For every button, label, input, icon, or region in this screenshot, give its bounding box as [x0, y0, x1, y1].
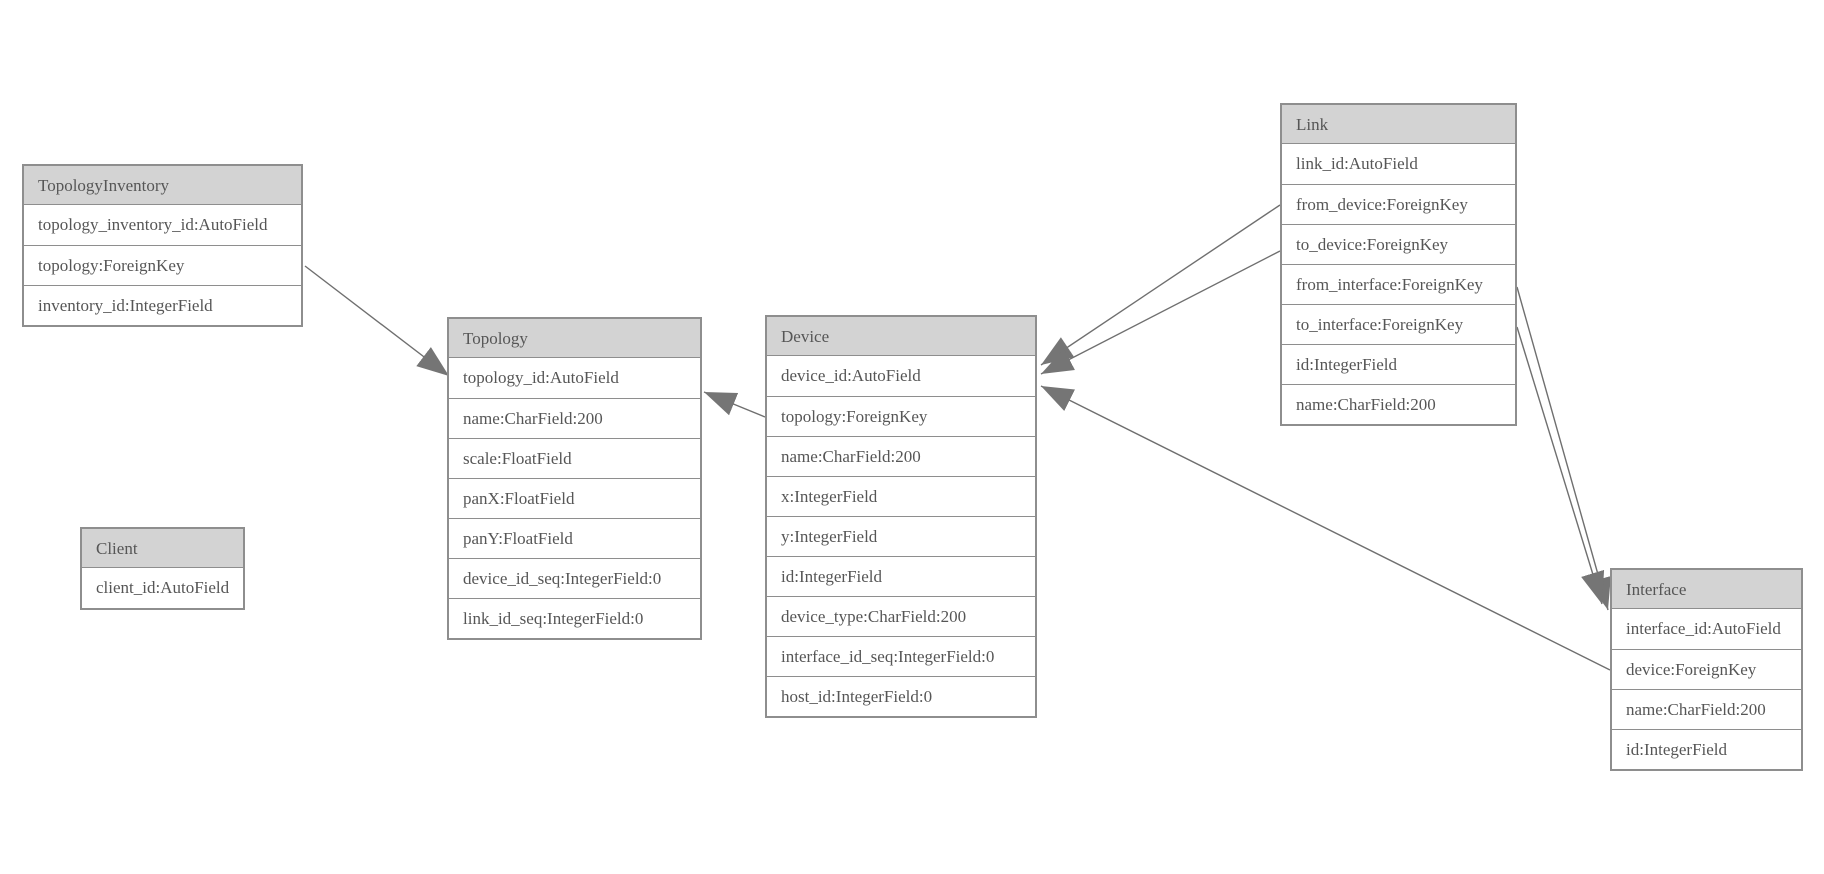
field-device-name: name:CharField:200 [767, 436, 1035, 476]
entity-device-title: Device [767, 317, 1035, 356]
entity-client: Client client_id:AutoField [80, 527, 245, 610]
entity-topology: Topology topology_id:AutoField name:Char… [447, 317, 702, 640]
field-to-device: to_device:ForeignKey [1282, 224, 1515, 264]
field-link-id-int: id:IntegerField [1282, 344, 1515, 384]
field-interface-id-int: id:IntegerField [1612, 729, 1801, 769]
field-interface-name: name:CharField:200 [1612, 689, 1801, 729]
edge-link-fromdevice-device [1040, 204, 1281, 366]
edge-link-todevice-device [1040, 250, 1281, 375]
field-scale: scale:FloatField [449, 438, 700, 478]
field-link-id-seq: link_id_seq:IntegerField:0 [449, 598, 700, 638]
field-to-interface: to_interface:ForeignKey [1282, 304, 1515, 344]
field-from-interface: from_interface:ForeignKey [1282, 264, 1515, 304]
field-topology-fk: topology:ForeignKey [24, 245, 301, 285]
edge-topologyinventory-topology [304, 265, 450, 377]
field-device-type: device_type:CharField:200 [767, 596, 1035, 636]
field-host-id: host_id:IntegerField:0 [767, 676, 1035, 716]
field-from-device: from_device:ForeignKey [1282, 184, 1515, 224]
field-device-id-int: id:IntegerField [767, 556, 1035, 596]
field-interface-id: interface_id:AutoField [1612, 609, 1801, 649]
edge-link-frominterface-interface [1516, 286, 1611, 611]
field-device-id-seq: device_id_seq:IntegerField:0 [449, 558, 700, 598]
field-topology-id: topology_id:AutoField [449, 358, 700, 398]
field-topology-name: name:CharField:200 [449, 398, 700, 438]
entity-topology-title: Topology [449, 319, 700, 358]
field-topology-inventory-id: topology_inventory_id:AutoField [24, 205, 301, 245]
field-client-id: client_id:AutoField [82, 568, 243, 608]
field-pany: panY:FloatField [449, 518, 700, 558]
field-panx: panX:FloatField [449, 478, 700, 518]
edge-link-tointerface-interface [1516, 326, 1605, 605]
field-device-id: device_id:AutoField [767, 356, 1035, 396]
entity-topologyinventory-title: TopologyInventory [24, 166, 301, 205]
edge-interface-device [1040, 385, 1611, 671]
field-device-x: x:IntegerField [767, 476, 1035, 516]
entity-link-title: Link [1282, 105, 1515, 144]
entity-device: Device device_id:AutoField topology:Fore… [765, 315, 1037, 718]
field-link-id: link_id:AutoField [1282, 144, 1515, 184]
field-interface-device-fk: device:ForeignKey [1612, 649, 1801, 689]
field-inventory-id: inventory_id:IntegerField [24, 285, 301, 325]
field-link-name: name:CharField:200 [1282, 384, 1515, 424]
field-device-topology-fk: topology:ForeignKey [767, 396, 1035, 436]
entity-client-title: Client [82, 529, 243, 568]
entity-interface: Interface interface_id:AutoField device:… [1610, 568, 1803, 771]
entity-topologyinventory: TopologyInventory topology_inventory_id:… [22, 164, 303, 327]
field-device-y: y:IntegerField [767, 516, 1035, 556]
edge-device-topology [703, 391, 766, 418]
entity-interface-title: Interface [1612, 570, 1801, 609]
field-interface-id-seq: interface_id_seq:IntegerField:0 [767, 636, 1035, 676]
entity-link: Link link_id:AutoField from_device:Forei… [1280, 103, 1517, 426]
